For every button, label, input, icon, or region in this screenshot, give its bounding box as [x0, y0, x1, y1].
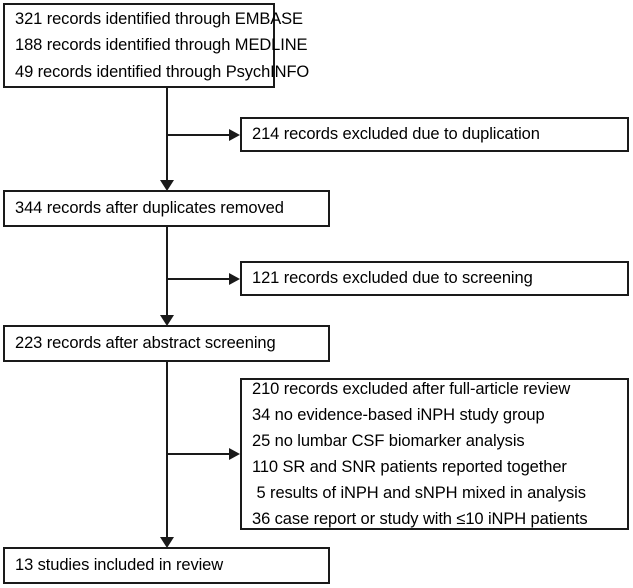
- after-abstract-box: 223 records after abstract screening: [3, 325, 330, 362]
- excluded-screening-box: 121 records excluded due to screening: [240, 261, 629, 296]
- after-duplicates-box: 344 records after duplicates removed: [3, 190, 330, 227]
- excluded-reason-no-lumbar-csf-biomarker: 25 no lumbar CSF biomarker analysis: [252, 431, 525, 450]
- arrowhead-to-excluded-duplication: [229, 129, 240, 141]
- connector-branch-screening: [166, 278, 230, 280]
- excluded-duplication-box: 214 records excluded due to duplication: [240, 117, 629, 152]
- arrowhead-to-after-abstract: [160, 315, 174, 326]
- identification-line-medline: 188 records identified through MEDLINE: [15, 36, 308, 55]
- excluded-fulltext-header: 210 records excluded after full-article …: [252, 379, 571, 398]
- excluded-reason-case-report-small-study: 36 case report or study with ≤10 iNPH pa…: [252, 510, 588, 529]
- after-abstract-text: 223 records after abstract screening: [15, 333, 276, 352]
- identification-line-psychinfo: 49 records identified through PsychINFO: [15, 62, 310, 81]
- excluded-screening-text: 121 records excluded due to screening: [252, 268, 533, 287]
- arrowhead-to-excluded-screening: [229, 273, 240, 285]
- excluded-duplication-text: 214 records excluded due to duplication: [252, 124, 540, 143]
- excluded-reason-sr-snr-together: 110 SR and SNR patients reported togethe…: [252, 458, 567, 476]
- arrowhead-to-excluded-fulltext: [229, 448, 240, 460]
- excluded-reason-no-evidence-based-inph: 34 no evidence-based iNPH study group: [252, 405, 545, 424]
- arrowhead-to-after-duplicates: [160, 180, 174, 191]
- connector-branch-fulltext: [166, 453, 230, 455]
- included-box: 13 studies included in review: [3, 547, 330, 584]
- excluded-reason-inph-snph-mixed: 5 results of iNPH and sNPH mixed in anal…: [252, 484, 586, 503]
- identification-box: 321 records identified through EMBASE 18…: [3, 3, 310, 88]
- after-duplicates-text: 344 records after duplicates removed: [15, 198, 284, 217]
- included-text: 13 studies included in review: [15, 555, 224, 574]
- arrowhead-to-included: [160, 537, 174, 548]
- excluded-fulltext-box: 210 records excluded after full-article …: [240, 378, 629, 530]
- connector-branch-duplication: [166, 134, 230, 136]
- connector-duplicates-to-abstract: [166, 227, 168, 317]
- identification-line-embase: 321 records identified through EMBASE: [15, 10, 303, 29]
